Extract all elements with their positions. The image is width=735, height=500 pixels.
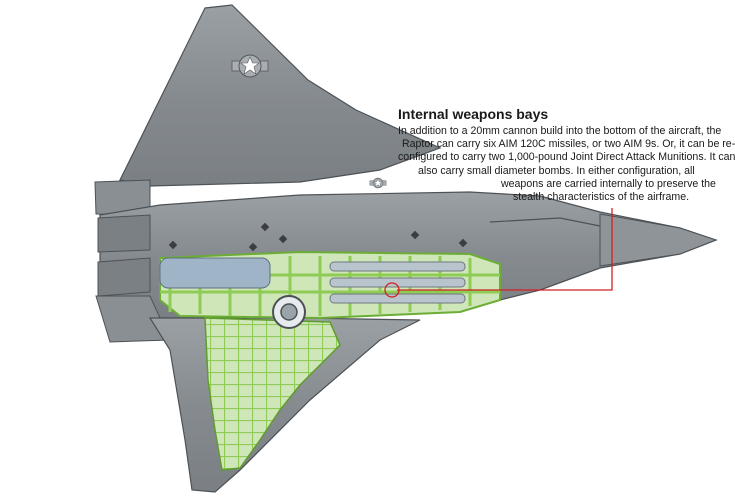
callout-line: weapons are carried internally to preser… — [501, 177, 716, 190]
callout-line: In addition to a 20mm cannon build into … — [398, 125, 722, 137]
roundel-star-icon — [231, 54, 269, 78]
roundel-star-icon — [369, 177, 387, 189]
right-engine-nozzle — [97, 257, 151, 297]
main-landing-gear — [272, 295, 306, 329]
upper-wing — [119, 4, 442, 187]
weapons-bay-callout: Internal weapons bays In addition to a 2… — [398, 106, 735, 204]
canopy-outline — [489, 217, 601, 227]
callout-title: Internal weapons bays — [398, 106, 549, 122]
callout-body: In addition to a 20mm cannon build into … — [398, 125, 735, 204]
left-engine-nozzle — [97, 214, 151, 253]
callout-line: configured to carry two 1,000-pound Join… — [398, 151, 735, 164]
missile-group — [329, 261, 466, 304]
wing-structure-cutaway — [204, 317, 341, 471]
callout-line: Raptor can carry six AIM 120C missiles, … — [402, 138, 735, 151]
callout-line: stealth characteristics of the airframe. — [513, 191, 690, 204]
panel-diamonds — [168, 222, 468, 252]
leader-line — [384, 208, 613, 298]
callout-line: also carry small diameter bombs. In eith… — [418, 164, 695, 177]
nose-radome — [599, 213, 718, 267]
engine-cutaway — [159, 257, 271, 289]
